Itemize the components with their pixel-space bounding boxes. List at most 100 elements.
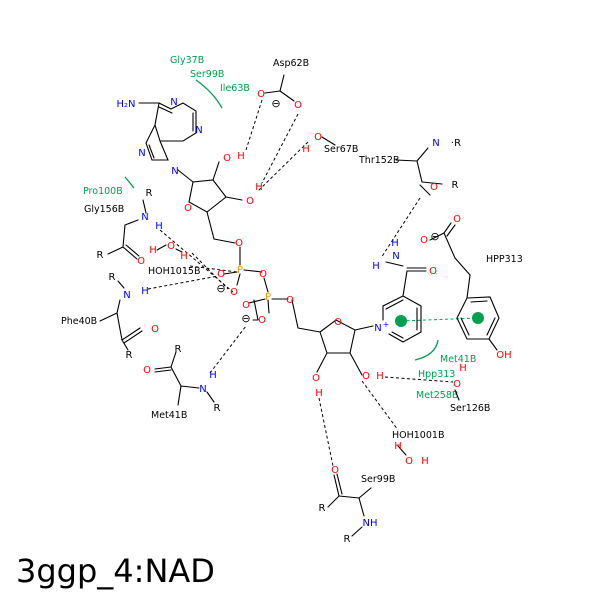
hoh1001b-h2-label: H — [421, 456, 429, 467]
met41b-r2-label: R — [214, 403, 221, 414]
adenine-n1-label: N — [170, 97, 177, 108]
adenine-n9-label: N — [171, 166, 178, 177]
bridge-o-label: O — [259, 269, 267, 280]
pi-stacking-line — [400, 317, 479, 322]
adenine-six-ring — [154, 102, 197, 142]
gly156b-r-label: R — [146, 188, 153, 199]
met41b-r-label: R — [175, 344, 182, 355]
phe40b-h-label: H — [141, 286, 149, 297]
pa-charge-icon: ⊖ — [216, 282, 225, 295]
pyridinium-plus-label: + — [383, 320, 390, 329]
adenosine-ribose — [188, 179, 227, 213]
hydrophobic-label-met41b: Met41B — [440, 354, 476, 365]
hydrophobic-label-gly37b: Gly37B — [170, 55, 204, 66]
thr152b-n-label: N — [432, 138, 439, 149]
nribose-o4-label: O — [334, 317, 342, 328]
residue-label-phe40b: Phe40B — [61, 316, 97, 327]
residue-label-hoh1015b: HOH1015B — [148, 266, 200, 277]
thr152b-o-label: O — [430, 182, 438, 193]
o5-label: O — [235, 238, 243, 249]
ribose-o3-label: O — [246, 196, 254, 207]
phe40b-r-label: R — [109, 272, 116, 283]
hbond-hoh1015b-op — [189, 265, 238, 273]
pn-o5-label: O — [286, 295, 294, 306]
thr152b-r-label: ·R — [451, 138, 461, 149]
hydrophobic-arc-pro100b — [124, 176, 135, 189]
hbond-phe40b-pa — [147, 275, 219, 290]
ribose-o4-label: O — [184, 203, 192, 214]
hoh1015b-o-label: O — [167, 241, 175, 252]
pn-o1-label: O — [242, 300, 250, 311]
residue-label-gly156b: Gly156B — [84, 204, 124, 215]
residue-label-ser126b: Ser126B — [450, 403, 490, 414]
amide-o-label: O — [429, 266, 437, 277]
gly156b-r2-label: R — [97, 250, 104, 261]
ser99b-r2-label: R — [344, 534, 351, 545]
hydrophobic-contacts — [124, 79, 439, 361]
met41b-o-label: O — [143, 365, 151, 376]
nribose-o3-label: O — [362, 371, 370, 382]
asp62b-o1-label: O — [257, 89, 265, 100]
pyridinium-n-label: N — [374, 323, 381, 334]
atom-labels: H₂N N N N N N N H N H N H H N H N + NH O… — [97, 89, 512, 545]
amide-h2-label: H — [372, 261, 380, 272]
phe40b-n-label: N — [123, 290, 130, 301]
ribose-o2-h-label: H — [237, 151, 245, 162]
ligand-bonds — [99, 74, 500, 537]
residue-labels: Asp62B Ser67B Thr152B Gly156B HOH1015B P… — [61, 58, 523, 485]
hydrophobic-label-ile63b: Ile63B — [220, 83, 250, 94]
hbond-hoh1001b-o3n — [361, 380, 399, 431]
hydrophobic-label-met258b: Met258B — [416, 390, 458, 401]
gly156b-o-label: O — [137, 256, 145, 267]
hpp313-oh-label: OH — [496, 350, 511, 361]
hbond-met41b-pn — [209, 325, 247, 374]
adenine-n3-label: N — [195, 125, 202, 136]
hpp313-charge-icon: ⊖ — [430, 230, 439, 243]
hbond-thr152b-amide — [380, 197, 421, 259]
ser67b-o-label: O — [314, 132, 322, 143]
hbond-hoh1015b-pa — [191, 252, 229, 290]
residue-label-hpp313: HPP313 — [486, 254, 523, 265]
ser99b-o-label: O — [331, 465, 339, 476]
residue-label-ser99b: Ser99B — [361, 474, 395, 485]
met41b-h-label: H — [209, 370, 217, 381]
ribose-o2-label: O — [223, 153, 231, 164]
pa-o2-label: O — [230, 287, 238, 298]
hoh1001b-o-label: O — [405, 456, 413, 467]
phe40b-o-label: O — [151, 324, 159, 335]
nribose-o2-h-label: H — [315, 388, 323, 399]
hbond-asp62b-o2h — [245, 99, 263, 151]
pn-charge-icon: ⊖ — [241, 312, 250, 325]
pi-centroid-nicotinamide — [395, 315, 407, 327]
hoh1015b-h2-label: H — [180, 251, 188, 262]
hpp313-o1-label: O — [453, 214, 461, 225]
ser126b-o-label: O — [453, 379, 461, 390]
hydrophobic-label-pro100b: Pro100B — [83, 186, 123, 197]
pi-centroid-hpp313 — [472, 312, 484, 324]
ser99b-r-label: R — [319, 503, 326, 514]
hydrophobic-arc-gly37b — [195, 79, 223, 109]
hydrogen-bonds — [147, 99, 454, 467]
residue-label-thr152b: Thr152B — [358, 155, 399, 166]
ribose-o3-h-label: H — [255, 182, 263, 193]
adenine-nh2-label: H₂N — [116, 99, 135, 110]
ser99b-n-label: NH — [363, 518, 378, 529]
residue-label-hoh1001b: HOH1001B — [392, 430, 444, 441]
met41b-n-label: N — [199, 384, 206, 395]
hpp313-o2-label: O — [420, 235, 428, 246]
thr152b-r2-label: R — [452, 180, 459, 191]
gly156b-h-label: H — [155, 221, 163, 232]
asp62b-charge-icon: ⊖ — [271, 97, 280, 110]
residue-label-asp62b: Asp62B — [273, 58, 309, 69]
nribose-o2-label: O — [312, 373, 320, 384]
adenine-n7-label: N — [138, 148, 145, 159]
hbond-ser67b-o3 — [256, 141, 309, 193]
hydrophobic-arc-met41b — [414, 339, 439, 361]
nicotinamide-ribose — [319, 319, 356, 354]
amide-h-label: H — [391, 238, 399, 249]
pa-o1-label: O — [217, 269, 225, 280]
hydrophobic-label-ser99b: Ser99B — [190, 69, 224, 80]
hoh1015b-h1-label: H — [149, 245, 157, 256]
residue-label-ser67b: Ser67B — [324, 144, 358, 155]
